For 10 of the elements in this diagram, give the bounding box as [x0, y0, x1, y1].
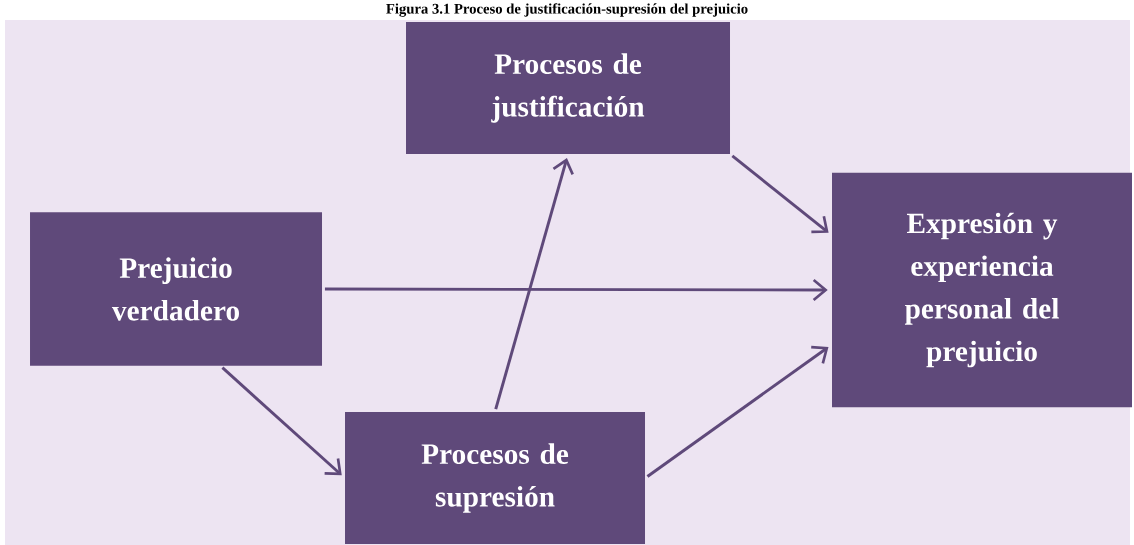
arrow: [731, 154, 829, 234]
arrow: [646, 345, 829, 478]
process-box: Procesos de justificación: [406, 22, 730, 154]
process-box: Prejuicio verdadero: [30, 212, 322, 366]
arrow: [324, 278, 828, 301]
arrow: [494, 158, 574, 410]
process-box: Expresión y experiencia personal del prejuicio: [832, 172, 1132, 408]
process-box: Procesos de supresión: [345, 412, 645, 544]
figure-title: Figura 3.1 Proceso de justificación-supresión del prejuicio: [386, 3, 748, 17]
arrow: [221, 366, 342, 476]
